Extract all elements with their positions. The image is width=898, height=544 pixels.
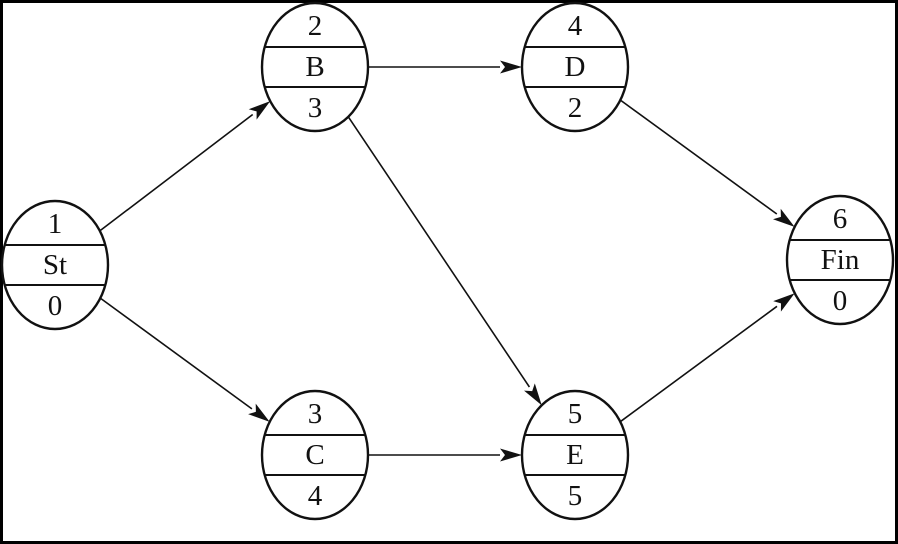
node-e: 5E5 xyxy=(520,389,630,521)
arrowhead-icon xyxy=(773,293,795,312)
node-name: E xyxy=(566,439,584,471)
node-b: 2B 3 xyxy=(260,1,370,133)
node-ellipse xyxy=(0,199,110,331)
edge-st-b xyxy=(99,101,271,232)
arrowhead-icon xyxy=(248,403,270,422)
edges-layer xyxy=(99,60,795,462)
node-d: 4D 2 xyxy=(520,1,630,133)
node-duration: 0 xyxy=(833,285,848,317)
edge-line xyxy=(99,297,253,410)
edge-line xyxy=(99,113,254,232)
arrowhead-icon xyxy=(524,383,542,406)
node-ellipse xyxy=(260,1,370,133)
edge-b-e xyxy=(347,116,542,406)
node-name: Fin xyxy=(821,244,860,276)
edge-line xyxy=(347,116,531,388)
node-number: 6 xyxy=(833,203,848,235)
node-number: 5 xyxy=(568,398,583,430)
node-name: C xyxy=(305,439,324,471)
node-duration: 3 xyxy=(308,92,323,124)
arrowhead-icon xyxy=(500,448,522,462)
node-duration: 4 xyxy=(308,480,323,512)
node-name: St xyxy=(43,249,67,281)
node-ellipse xyxy=(260,389,370,521)
edge-line xyxy=(619,305,778,423)
edge-line xyxy=(619,99,778,215)
node-number: 4 xyxy=(568,10,583,42)
node-number: 3 xyxy=(308,398,323,430)
node-ellipse xyxy=(520,1,630,133)
node-duration: 5 xyxy=(568,480,583,512)
edge-c-e xyxy=(368,448,522,462)
node-c: 3C 4 xyxy=(260,389,370,521)
edge-b-d xyxy=(368,60,522,74)
node-name: D xyxy=(565,51,586,83)
arrowhead-icon xyxy=(500,60,522,74)
edge-st-c xyxy=(99,297,270,422)
arrowhead-icon xyxy=(773,208,795,227)
node-ellipse xyxy=(520,389,630,521)
node-st: 1St 0 xyxy=(0,199,110,331)
node-number: 1 xyxy=(48,208,63,240)
edge-d-fin xyxy=(619,99,795,227)
node-name: B xyxy=(305,51,324,83)
node-number: 2 xyxy=(308,10,323,42)
node-duration: 2 xyxy=(568,92,583,124)
node-ellipse xyxy=(785,194,895,326)
arrowhead-icon xyxy=(248,101,271,120)
edge-e-fin xyxy=(619,293,795,423)
node-duration: 0 xyxy=(48,290,63,322)
